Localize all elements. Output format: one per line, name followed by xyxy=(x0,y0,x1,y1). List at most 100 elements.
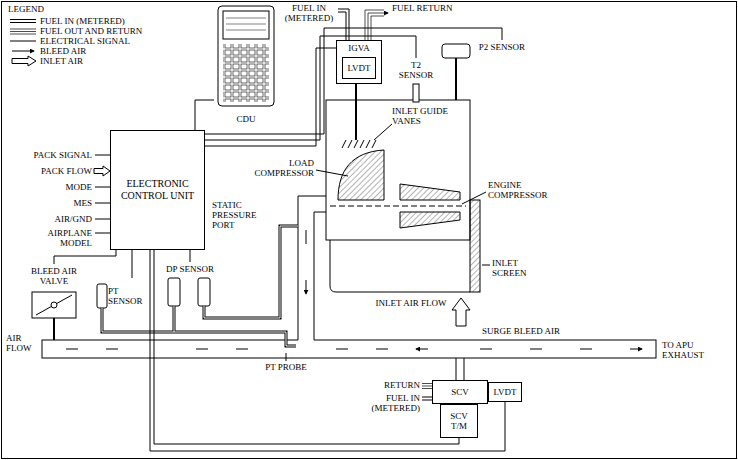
apu-engine xyxy=(342,140,376,148)
label-anchor: INLET SCREEN xyxy=(492,258,552,278)
legend-text: INLET AIR xyxy=(40,56,83,66)
legend-row: BLEED AIR xyxy=(40,46,86,56)
fuel-line xyxy=(386,13,388,14)
apu-engine xyxy=(355,84,357,140)
input-leader xyxy=(94,166,110,176)
label-anchor: FUEL IN (METERED) xyxy=(346,393,420,413)
signal-wire xyxy=(195,100,214,130)
signal-name: AIRPLANE MODEL xyxy=(20,228,92,248)
part-name: INLET GUIDE VANES xyxy=(392,106,462,126)
flow-label: AIR FLOW xyxy=(6,333,40,353)
label-anchor: MODE xyxy=(20,182,92,192)
signal-name: PACK FLOW xyxy=(20,166,92,176)
fuel-label: RETURN xyxy=(356,380,420,390)
fuel-line xyxy=(338,9,464,400)
igva-actuator: IGVA LVDT xyxy=(336,40,382,84)
t2-sensor: T2 SENSOR xyxy=(392,58,440,82)
signal-wire xyxy=(150,250,505,451)
bleed-air-valve-body xyxy=(51,302,57,308)
air-duct xyxy=(298,196,327,341)
cdu-device xyxy=(223,11,269,39)
label-anchor: LEGEND xyxy=(8,4,68,14)
scv-valve: SCV xyxy=(432,380,488,404)
legend-sample xyxy=(12,56,36,66)
bleed-air-valve-body xyxy=(32,292,76,318)
legend-heading: LEGEND xyxy=(8,4,68,14)
p2-sensor: P2 SENSOR xyxy=(472,40,532,54)
lvdt-box: LVDT xyxy=(342,57,376,79)
node-text: SCV xyxy=(451,387,469,397)
air-duct xyxy=(42,340,656,358)
signal-name: MODE xyxy=(20,182,92,192)
fuel-line xyxy=(338,9,349,40)
flow-label: TO APU EXHAUST xyxy=(662,340,732,360)
apu-engine xyxy=(400,184,460,200)
apu-engine xyxy=(326,100,470,240)
legend-text: FUEL OUT AND RETURN xyxy=(40,26,142,36)
svg-part xyxy=(306,230,307,294)
label-anchor: FUEL RETURN xyxy=(392,3,462,13)
cdu-device xyxy=(218,6,274,106)
node-text: CDU xyxy=(236,114,255,124)
bleed-air-valve-body xyxy=(53,318,55,340)
label-anchor: TO APU EXHAUST xyxy=(662,340,732,360)
svg-part xyxy=(480,349,642,350)
fuel-label: FUEL IN (METERED) xyxy=(282,3,336,23)
cdu-device xyxy=(223,44,269,102)
label-anchor: RETURN xyxy=(356,380,420,390)
leader-line xyxy=(316,124,490,265)
fuel-label: FUEL IN (METERED) xyxy=(346,393,420,413)
signal-name: AIR/GND xyxy=(20,214,92,224)
legend-text: BLEED AIR xyxy=(40,46,86,56)
label-anchor: LOAD COMPRESSOR xyxy=(248,158,314,178)
node-text: P2 SENSOR xyxy=(479,42,525,52)
sensor-body xyxy=(168,278,180,306)
signal-wire xyxy=(205,36,416,140)
apu-engine xyxy=(400,212,460,228)
cdu-device xyxy=(218,6,274,106)
input-leader xyxy=(95,155,110,233)
air-duct xyxy=(298,196,326,340)
pt-sensor: PT SENSOR xyxy=(94,278,148,314)
apu-engine xyxy=(330,240,470,292)
sensor-body xyxy=(198,278,210,306)
legend-text: FUEL IN (METERED) xyxy=(40,16,125,26)
legend-sample xyxy=(10,20,36,67)
node-text: PT SENSOR xyxy=(108,286,146,306)
part-name: INLET SCREEN xyxy=(492,258,552,278)
node-text: DP SENSOR xyxy=(166,264,214,274)
signal-wire xyxy=(154,250,459,444)
node-text: SCV T/M xyxy=(443,411,475,431)
label-anchor: INLET GUIDE VANES xyxy=(392,106,462,126)
label-anchor: AIR FLOW xyxy=(6,333,40,353)
apu-engine xyxy=(442,44,470,58)
fuel-line xyxy=(422,384,432,389)
node-text: LVDT xyxy=(493,387,516,397)
fuel-line xyxy=(422,397,432,400)
label-anchor: SURGE BLEED AIR xyxy=(482,326,582,336)
signal-wire xyxy=(54,250,116,264)
apu-engine xyxy=(455,58,457,100)
legend-row: FUEL OUT AND RETURN xyxy=(40,26,142,36)
label-anchor: FUEL IN (METERED) xyxy=(282,3,336,23)
apu-engine xyxy=(452,298,470,326)
legend-sample xyxy=(10,41,36,42)
dp-sensor: DP SENSOR xyxy=(158,262,222,320)
label-anchor: STATIC PRESSURE PORT xyxy=(212,200,274,230)
apu-engine xyxy=(326,44,480,326)
legend-text: ELECTRICAL SIGNAL xyxy=(40,36,130,46)
cdu-device xyxy=(226,18,266,30)
node-text: IGVA xyxy=(348,43,369,53)
node-text: ELECTRONIC CONTROL UNIT xyxy=(113,178,202,202)
label-anchor: AIRPLANE MODEL xyxy=(20,228,92,248)
torque-motor-box: SCV T/M xyxy=(440,404,478,438)
fuel-label: FUEL RETURN xyxy=(392,3,462,13)
flow-label: SURGE BLEED AIR xyxy=(482,326,582,336)
legend-row: ELECTRICAL SIGNAL xyxy=(40,36,130,46)
label-anchor: ENGINE COMPRESSOR xyxy=(488,180,558,200)
bleed-air-valve-body xyxy=(32,292,76,340)
node-text: BLEED AIR VALVE xyxy=(18,266,90,286)
signal-name: PACK SIGNAL xyxy=(20,150,92,160)
legend-sample xyxy=(12,51,34,52)
